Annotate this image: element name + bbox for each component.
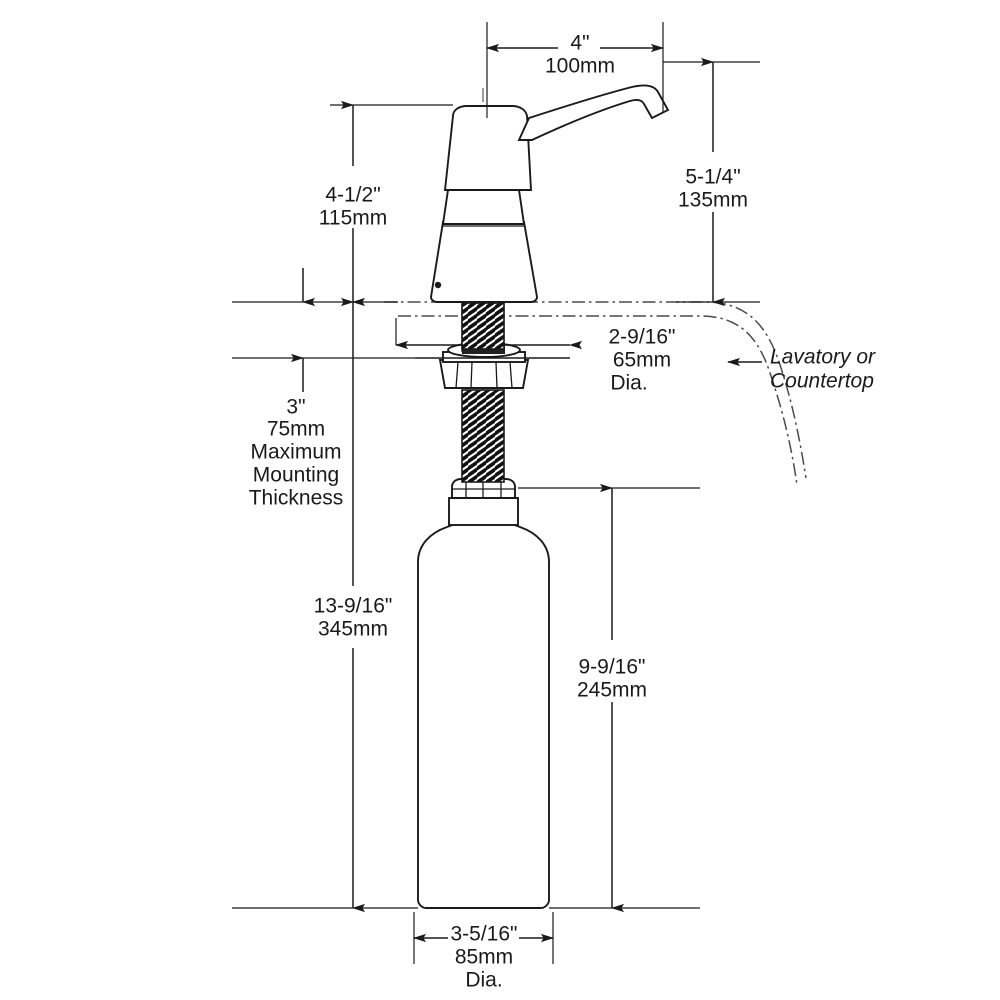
dim-bottle-dia-note: Dia. [465,969,502,992]
soap-bottle [417,523,550,909]
countertop-label-line2: Countertop [770,370,874,393]
dim-shank-dia-inches: 2-9/16" [609,326,676,349]
dimension-head-height: 4-1/2" 115mm [319,100,453,307]
dim-spout-height-inches: 5-1/4" [685,166,740,189]
dimension-spout-reach: 4" 100mm [486,22,664,118]
spout [517,84,670,141]
dimension-spout-height: 5-1/4" 135mm [663,57,760,307]
dim-head-height-inches: 4-1/2" [325,184,380,207]
dim-mounting-note-1: Maximum [250,441,341,464]
dimension-bottle-diameter: 3-5/16" 85mm Dia. [413,912,554,992]
threaded-shank-upper [461,302,505,350]
dim-spout-reach-metric: 100mm [545,55,615,78]
annotation-countertop: Lavatory or Countertop [727,346,876,393]
dim-bottle-dia-inches: 3-5/16" [451,923,518,946]
dim-mounting-note-2: Mounting [253,464,339,487]
dim-bottle-height-inches: 9-9/16" [579,656,646,679]
dim-mounting-note-3: Thickness [249,487,344,510]
mid-neck [441,189,526,225]
dimension-bottle-height: 9-9/16" 245mm [518,483,700,913]
dim-spout-reach-inches: 4" [570,32,589,55]
bottle-collar [448,478,519,526]
dim-overall-metric: 345mm [318,618,388,641]
dim-mounting-metric: 75mm [267,418,325,441]
dim-overall-inches: 13-9/16" [314,595,393,618]
lower-body [430,221,538,303]
dim-spout-height-metric: 135mm [678,189,748,212]
body-vent-dot [434,281,442,289]
dim-shank-dia-note: Dia. [610,372,647,395]
dimension-overall-below-counter: 13-9/16" 345mm [314,297,393,913]
dim-head-height-metric: 115mm [319,207,387,230]
dim-bottle-dia-metric: 85mm [455,946,513,969]
countertop-label-line1: Lavatory or [770,346,876,369]
threaded-shank-lower [461,389,505,483]
dome-cap [443,105,533,191]
dim-shank-dia-metric: 65mm [613,349,671,372]
dim-bottle-height-metric: 245mm [577,679,647,702]
dimension-shank-diameter: 2-9/16" 65mm Dia. [395,303,676,395]
countertop-profile [384,301,807,486]
dim-mounting-inches: 3" [286,396,305,419]
dimension-mounting-thickness: 3" 75mm Maximum Mounting Thickness [232,268,415,510]
